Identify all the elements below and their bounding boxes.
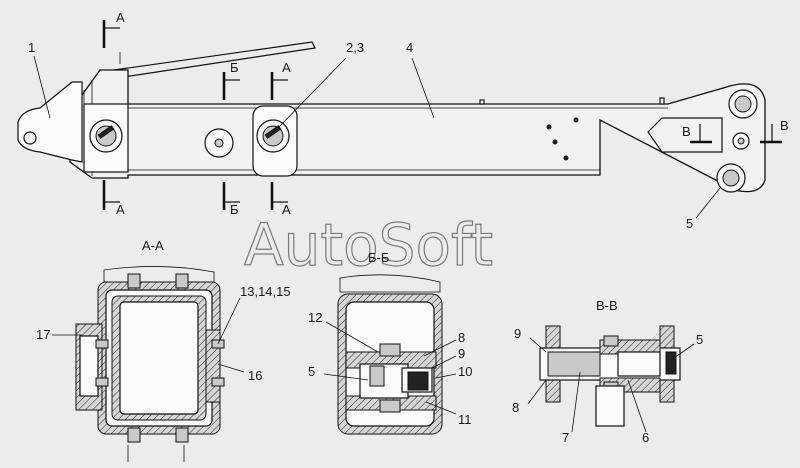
callout-8-bb: 8 xyxy=(458,330,465,345)
callout-5-main: 5 xyxy=(686,216,693,231)
section-vv: В-В 9 5 8 7 6 xyxy=(512,298,703,445)
callout-13-14-15: 13,14,15 xyxy=(240,284,291,299)
callout-11: 11 xyxy=(458,412,472,427)
section-aa: А-А 13,14,15 16 17 xyxy=(36,238,291,462)
section-mark-b-bottom: Б xyxy=(230,202,239,217)
section-mark-a-top: А xyxy=(116,10,125,25)
section-bb: Б-Б 12 8 9 5 10 11 xyxy=(308,250,472,435)
callout-10: 10 xyxy=(458,364,472,379)
section-mark-v-inner: В xyxy=(682,124,691,139)
section-markers: А А Б Б А А В В xyxy=(102,10,789,217)
callout-9-vv: 9 xyxy=(514,326,521,341)
callout-5-vv: 5 xyxy=(696,332,703,347)
section-title-aa: А-А xyxy=(142,238,164,253)
callout-2-3: 2,3 xyxy=(346,40,364,55)
callout-4: 4 xyxy=(406,40,413,55)
boom-head xyxy=(17,81,83,163)
section-mark-a2-top: А xyxy=(282,60,291,75)
callout-9-bb: 9 xyxy=(458,346,465,361)
callout-12: 12 xyxy=(308,310,322,325)
callout-5-bb: 5 xyxy=(308,364,315,379)
boom-beam xyxy=(69,69,766,193)
callout-17: 17 xyxy=(36,327,50,342)
boom-main-view xyxy=(17,41,766,193)
section-title-bb: Б-Б xyxy=(368,250,389,265)
callout-16: 16 xyxy=(248,368,262,383)
main-callouts: 1 2,3 4 5 xyxy=(28,40,721,231)
section-mark-v-outer: В xyxy=(780,118,789,133)
section-mark-b-top: Б xyxy=(230,60,239,75)
callout-1: 1 xyxy=(28,40,35,55)
section-title-vv: В-В xyxy=(596,298,618,313)
section-mark-a-bottom: А xyxy=(116,202,125,217)
callout-8-vv: 8 xyxy=(512,400,519,415)
watermark: AutoSoft xyxy=(244,211,493,279)
callout-7: 7 xyxy=(562,430,569,445)
callout-6: 6 xyxy=(642,430,649,445)
section-mark-a2-bottom: А xyxy=(282,202,291,217)
